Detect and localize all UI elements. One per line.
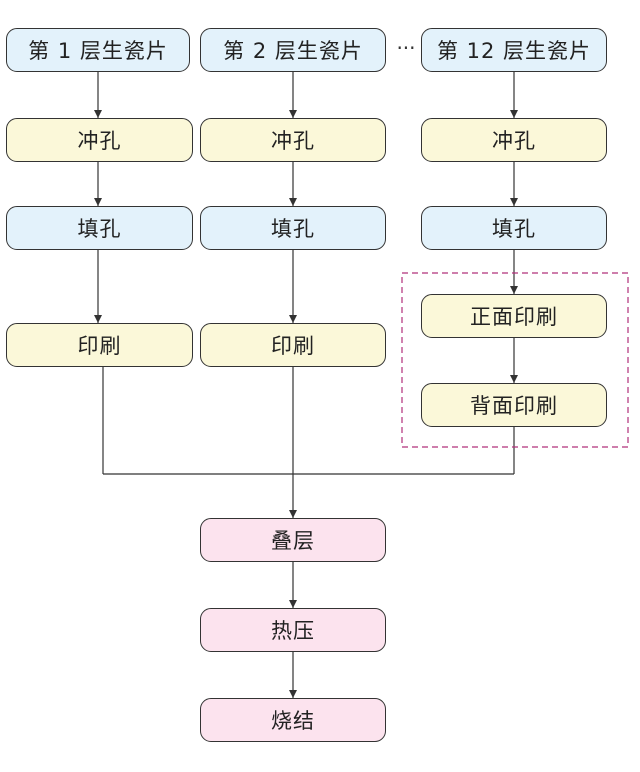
fill-step-col2: 填孔 xyxy=(200,206,386,250)
print-step-col2: 印刷 xyxy=(200,323,386,367)
front-print-step: 正面印刷 xyxy=(421,294,607,338)
sinter-step: 烧结 xyxy=(200,698,386,742)
sheet-layer-1: 第 1 层生瓷片 xyxy=(6,28,190,72)
punch-step-col3: 冲孔 xyxy=(421,118,607,162)
punch-step-col2: 冲孔 xyxy=(200,118,386,162)
more-layers-ellipsis: ··· xyxy=(396,36,416,60)
stack-step: 叠层 xyxy=(200,518,386,562)
print-step-col1: 印刷 xyxy=(6,323,193,367)
press-step: 热压 xyxy=(200,608,386,652)
double-sided-print-group-border xyxy=(401,272,629,448)
sheet-layer-2: 第 2 层生瓷片 xyxy=(200,28,386,72)
sheet-layer-12: 第 12 层生瓷片 xyxy=(421,28,607,72)
punch-step-col1: 冲孔 xyxy=(6,118,193,162)
fill-step-col3: 填孔 xyxy=(421,206,607,250)
fill-step-col1: 填孔 xyxy=(6,206,193,250)
back-print-step: 背面印刷 xyxy=(421,383,607,427)
